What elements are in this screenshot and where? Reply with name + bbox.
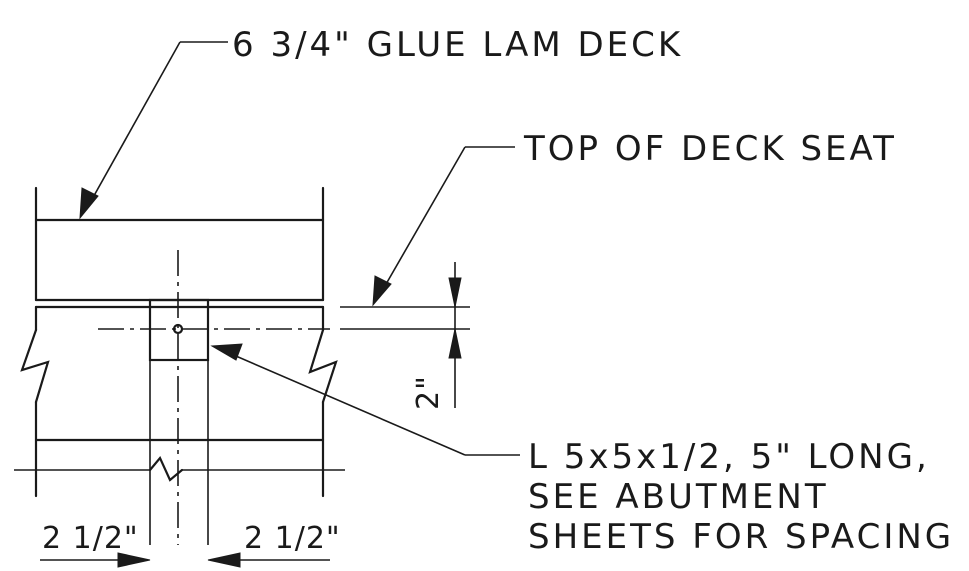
angle-label-line1: L 5x5x1/2, 5" LONG, — [528, 437, 930, 477]
angle-label-line2: SEE ABUTMENT — [528, 477, 829, 517]
supporting-member — [14, 305, 345, 498]
deck-leader — [79, 41, 228, 220]
deck-seat-leader — [372, 146, 515, 307]
vertical-dimension: 2" — [411, 262, 462, 410]
glue-lam-deck — [34, 186, 325, 309]
deck-seat-label: TOP OF DECK SEAT — [523, 129, 897, 169]
angle-label-line3: SHEETS FOR SPACING — [528, 517, 954, 557]
left-dimension-label: 2 1/2" — [42, 521, 139, 556]
deck-label: 6 3/4" GLUE LAM DECK — [232, 25, 683, 65]
deck-seat-line — [340, 306, 470, 330]
angle-leader — [210, 343, 520, 456]
vertical-dimension-label: 2" — [411, 375, 446, 410]
right-dimension-label: 2 1/2" — [244, 521, 341, 556]
steel-angle — [148, 298, 210, 545]
bottom-dimension — [40, 552, 330, 568]
